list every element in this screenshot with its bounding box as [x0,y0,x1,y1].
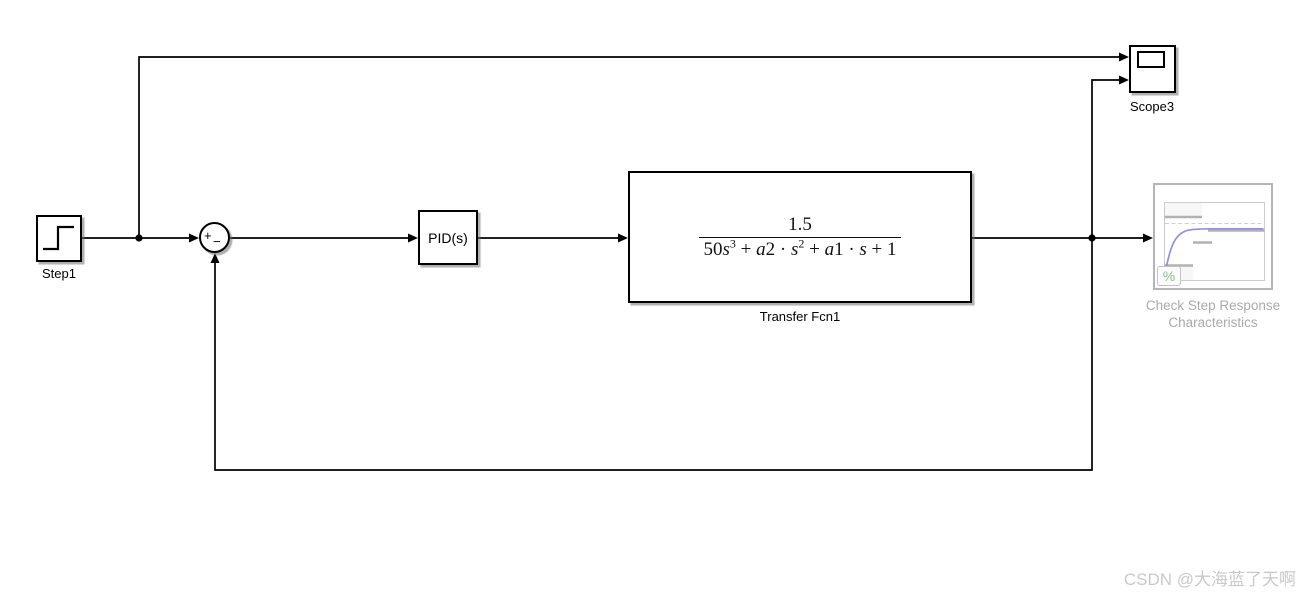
transfer-fcn-block[interactable]: 1.5 50s3 + a2 · s2 + a1 · s + 1 [628,171,972,303]
transfer-fcn-denominator: 50s3 + a2 · s2 + a1 · s + 1 [699,236,901,261]
wire-branch-to-scope-input1[interactable] [138,52,1129,239]
oscilloscope-screen-icon [1137,51,1165,68]
check-step-response-block[interactable]: % [1153,183,1273,290]
check-step-response-block-label: Check Step Response Characteristics [1127,297,1299,331]
wire-transferfcn-to-check[interactable] [972,233,1153,243]
csdn-watermark: CSDN @大海蓝了天啊 [1123,570,1296,589]
wire-branch-to-scope-input2[interactable] [1091,75,1129,239]
transfer-fcn-block-label: Transfer Fcn1 [759,309,841,324]
percent-badge: % [1157,266,1181,286]
wire-feedback-to-sum[interactable] [210,238,1093,471]
wire-pid-to-transferfcn[interactable] [478,233,628,243]
transfer-fcn-formula: 1.5 50s3 + a2 · s2 + a1 · s + 1 [699,213,901,261]
sum-plus-sign: + [204,228,212,243]
step-waveform-icon [43,225,74,251]
pid-controller-block[interactable]: PID(s) [418,210,478,265]
check-label-line2: Characteristics [1168,315,1258,330]
step-source-block[interactable] [36,215,82,262]
step-block-label: Step1 [42,266,76,281]
scope-block-label: Scope3 [1129,99,1175,114]
scope-block[interactable] [1129,45,1176,93]
wire-step-to-sum[interactable] [82,233,199,243]
check-label-line1: Check Step Response [1145,298,1281,313]
sum-junction-block[interactable]: + − [199,222,230,253]
transfer-fcn-numerator: 1.5 [788,213,812,235]
pid-block-text: PID(s) [428,229,468,246]
wire-sum-to-pid[interactable] [230,233,418,243]
sum-minus-sign: − [213,234,221,249]
